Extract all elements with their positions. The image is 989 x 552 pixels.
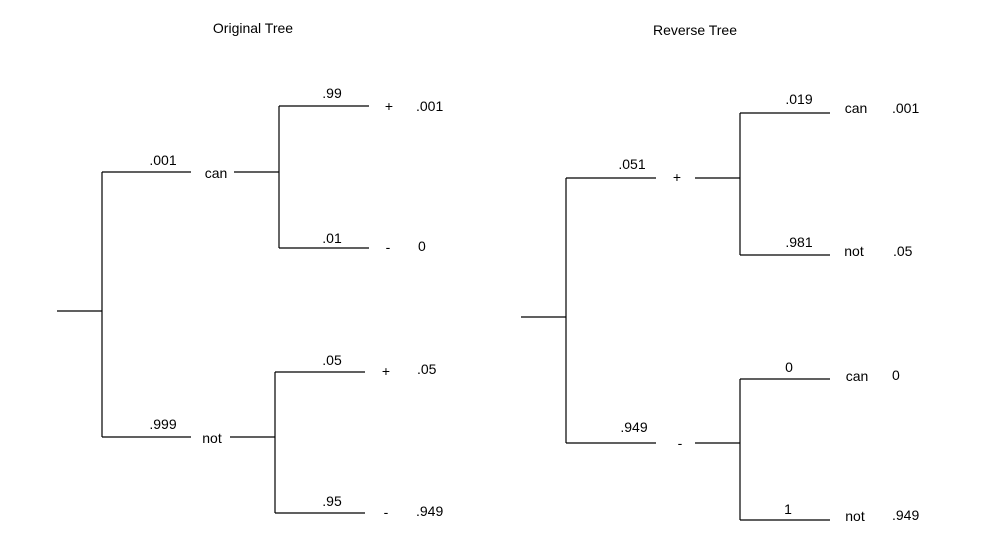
original-tree: Original Tree .001 can .99 + .001 .01 - … — [57, 20, 443, 520]
reverse-tree: Reverse Tree .051 + .019 can .001 .981 n… — [521, 22, 919, 524]
original-not-pos-label: + — [382, 363, 390, 379]
original-can-neg-joint: 0 — [418, 238, 426, 254]
original-not-neg-joint: .949 — [416, 503, 443, 519]
reverse-neg-not-prob: 1 — [784, 501, 792, 517]
reverse-pos-prob: .051 — [618, 156, 645, 172]
original-tree-title: Original Tree — [213, 20, 293, 36]
reverse-neg-can-prob: 0 — [785, 359, 793, 375]
reverse-pos-not-label: not — [844, 243, 864, 259]
reverse-pos-label: + — [673, 169, 681, 185]
reverse-neg-can-joint: 0 — [892, 367, 900, 383]
original-not-label: not — [202, 430, 222, 446]
original-can-neg-label: - — [386, 239, 391, 255]
reverse-neg-can-label: can — [846, 368, 869, 384]
original-can-label: can — [205, 165, 228, 181]
original-not-pos-prob: .05 — [322, 352, 342, 368]
original-not-neg-prob: .95 — [322, 493, 342, 509]
reverse-tree-title: Reverse Tree — [653, 22, 737, 38]
reverse-neg-not-label: not — [845, 508, 865, 524]
reverse-pos-not-prob: .981 — [785, 234, 812, 250]
reverse-neg-not-joint: .949 — [892, 507, 919, 523]
reverse-pos-can-joint: .001 — [892, 100, 919, 116]
reverse-neg-prob: .949 — [620, 419, 647, 435]
original-can-pos-joint: .001 — [416, 98, 443, 114]
original-can-pos-label: + — [385, 98, 393, 114]
original-can-pos-prob: .99 — [322, 85, 342, 101]
original-can-prob: .001 — [149, 152, 176, 168]
reverse-pos-can-label: can — [845, 100, 868, 116]
original-not-neg-label: - — [384, 504, 389, 520]
reverse-pos-can-prob: .019 — [785, 91, 812, 107]
original-not-pos-joint: .05 — [417, 361, 437, 377]
reverse-neg-label: - — [678, 435, 683, 451]
original-can-neg-prob: .01 — [322, 230, 342, 246]
original-not-prob: .999 — [149, 416, 176, 432]
reverse-pos-not-joint: .05 — [893, 243, 913, 259]
